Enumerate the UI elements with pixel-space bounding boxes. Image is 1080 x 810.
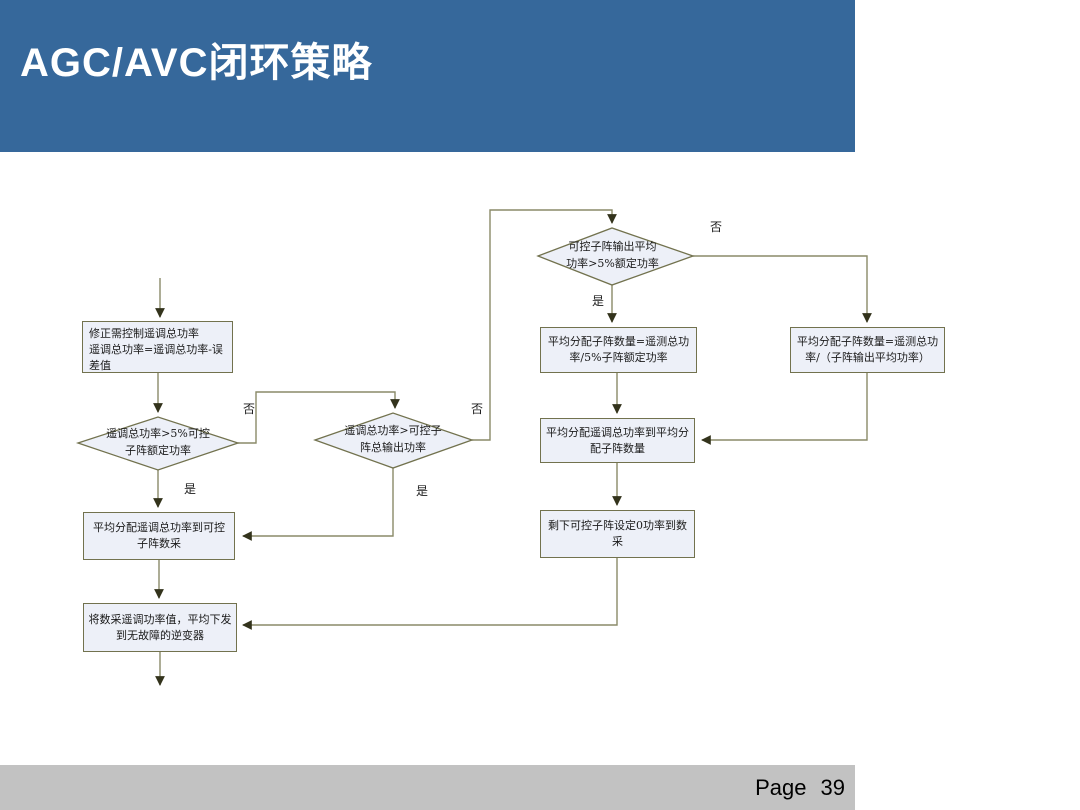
process-alloc-count-avg: 平均分配子阵数量=遥测总功率/（子阵输出平均功率）	[790, 327, 945, 373]
process-alloc-count-rated: 平均分配子阵数量=遥测总功率/5%子阵额定功率	[540, 327, 697, 373]
connector-top-no	[693, 255, 872, 323]
decision-remote-gt-output-text: 遥调总功率>可控子阵总输出功率	[344, 424, 442, 454]
branch-label-no-top: 否	[710, 220, 723, 234]
connector-mid-yes	[242, 468, 394, 541]
connector-mid-no	[472, 209, 617, 441]
branch-label-yes-mid: 是	[416, 484, 429, 498]
decision-remote-gt-5pct-rated-text: 遥调总功率>5%可控子阵额定功率	[106, 427, 210, 457]
footer-bar: Page 39	[0, 765, 855, 810]
connector-left-no	[238, 391, 400, 444]
decision-remote-gt-output-shape	[313, 412, 474, 469]
page-title: AGC/AVC闭环策略	[20, 41, 373, 85]
process-alloc-to-count: 平均分配遥调总功率到平均分配子阵数量	[540, 418, 695, 463]
page-prefix: Page	[755, 774, 807, 800]
decision-avg-output-gt-5pct-text: 可控子阵输出平均功率>5%额定功率	[566, 240, 659, 270]
decision-remote-gt-5pct-rated-shape	[75, 416, 241, 471]
branch-label-no-mid: 否	[471, 402, 484, 416]
branch-label-yes-top: 是	[592, 294, 605, 308]
branch-label-yes-left: 是	[184, 482, 197, 496]
process-correct-power: 修正需控制遥调总功率 遥调总功率=遥调总功率-误差值	[82, 321, 233, 373]
decision-avg-output-gt-5pct-shape	[536, 227, 695, 286]
connector-right-to-mid2	[701, 373, 868, 445]
header-bar: AGC/AVC闭环策略	[0, 0, 855, 152]
connector-mid3-to-left3	[242, 558, 618, 630]
branch-label-no-left: 否	[243, 402, 256, 416]
process-alloc-to-controllable: 平均分配遥调总功率到可控子阵数采	[83, 512, 235, 560]
page-number: 39	[820, 774, 845, 800]
process-remaining-zero: 剩下可控子阵设定0功率到数采	[540, 510, 695, 558]
process-send-to-inverter: 将数采遥调功率值，平均下发到无故障的逆变器	[83, 603, 237, 652]
